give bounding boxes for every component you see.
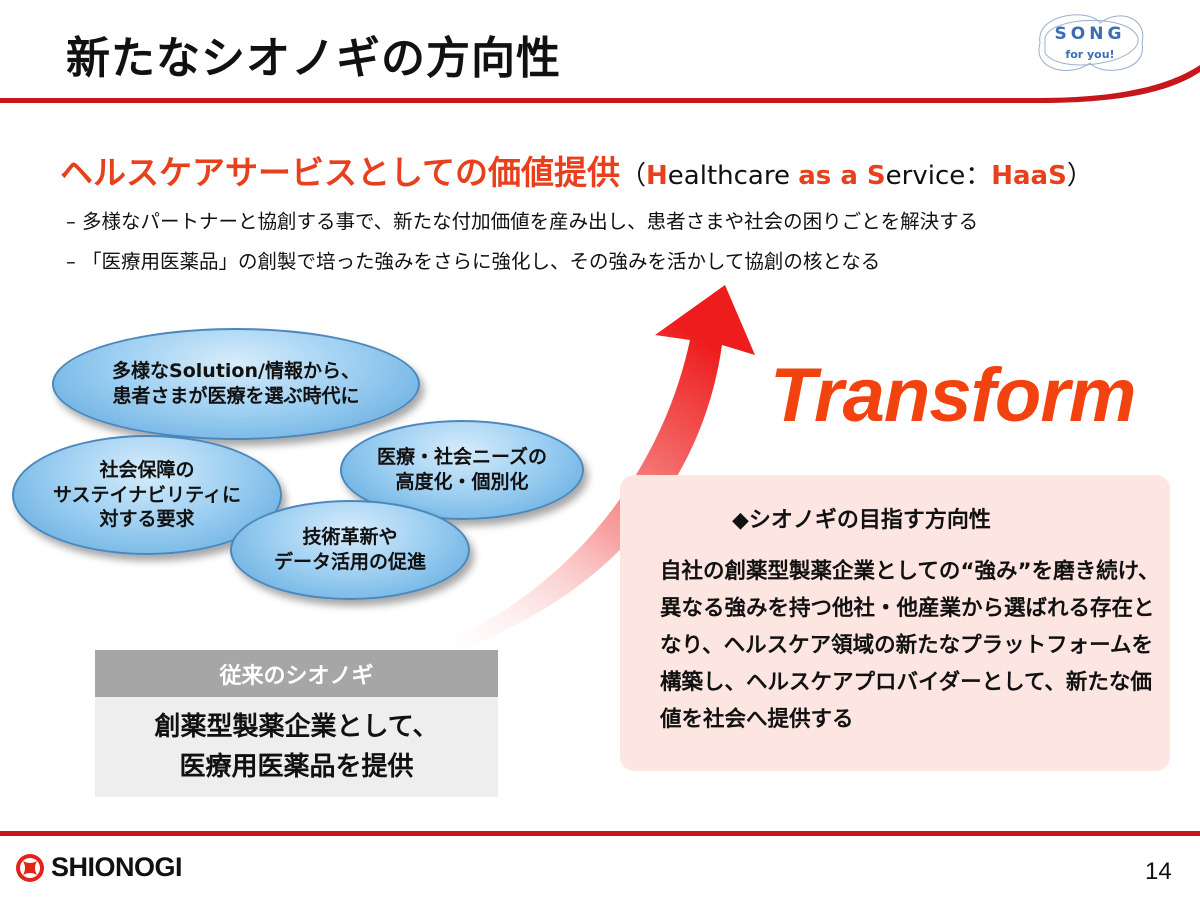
heading-en: （Healthcare as a Service：HaaS）	[620, 161, 1093, 191]
direction-body: 自社の創薬型製薬企業としての“強み”を磨き続け、異なる強みを持つ他社・他産業から…	[660, 559, 1160, 732]
transform-label: Transform	[770, 353, 1136, 438]
legacy-line-1: 創薬型製薬企業として、	[154, 712, 439, 742]
factor-tech-innovation: 技術革新や データ活用の促進	[230, 500, 470, 600]
logo-text: SHIONOGI	[51, 852, 183, 882]
section-heading: ヘルスケアサービスとしての価値提供（Healthcare as a Servic…	[60, 146, 1093, 194]
factor-solution-choice: 多様なSolution/情報から、 患者さまが医療を選ぶ時代に	[52, 328, 420, 440]
direction-heading: ◆シオノギの目指す方向性	[732, 508, 991, 533]
legacy-line-2: 医療用医薬品を提供	[179, 752, 414, 782]
shionogi-logo: SHIONOGI	[15, 852, 183, 883]
bullet-1: – 多様なパートナーと協創する事で、新たな付加価値を産み出し、患者さまや社会の困…	[66, 210, 979, 233]
slide-title: 新たなシオノギの方向性	[66, 33, 561, 84]
page-number: 14	[1145, 858, 1172, 885]
footer-rule	[0, 831, 1200, 836]
badge-for-you: for you!	[1065, 48, 1115, 61]
legacy-heading: 従来のシオノギ	[95, 650, 498, 697]
song-badge: SONG for you!	[1030, 8, 1150, 78]
heading-jp: ヘルスケアサービスとしての価値提供	[60, 153, 621, 192]
bullet-2: – 「医療用医薬品」の創製で培った強みをさらに強化し、その強みを活かして協創の核…	[66, 250, 881, 273]
shionogi-mark-icon	[16, 853, 44, 882]
header-rule	[0, 65, 1200, 103]
badge-song: SONG	[1054, 24, 1126, 44]
legacy-body: 創薬型製薬企業として、 医療用医薬品を提供	[95, 697, 498, 797]
song-logo-icon	[1038, 14, 1144, 71]
direction-box	[620, 475, 1170, 771]
